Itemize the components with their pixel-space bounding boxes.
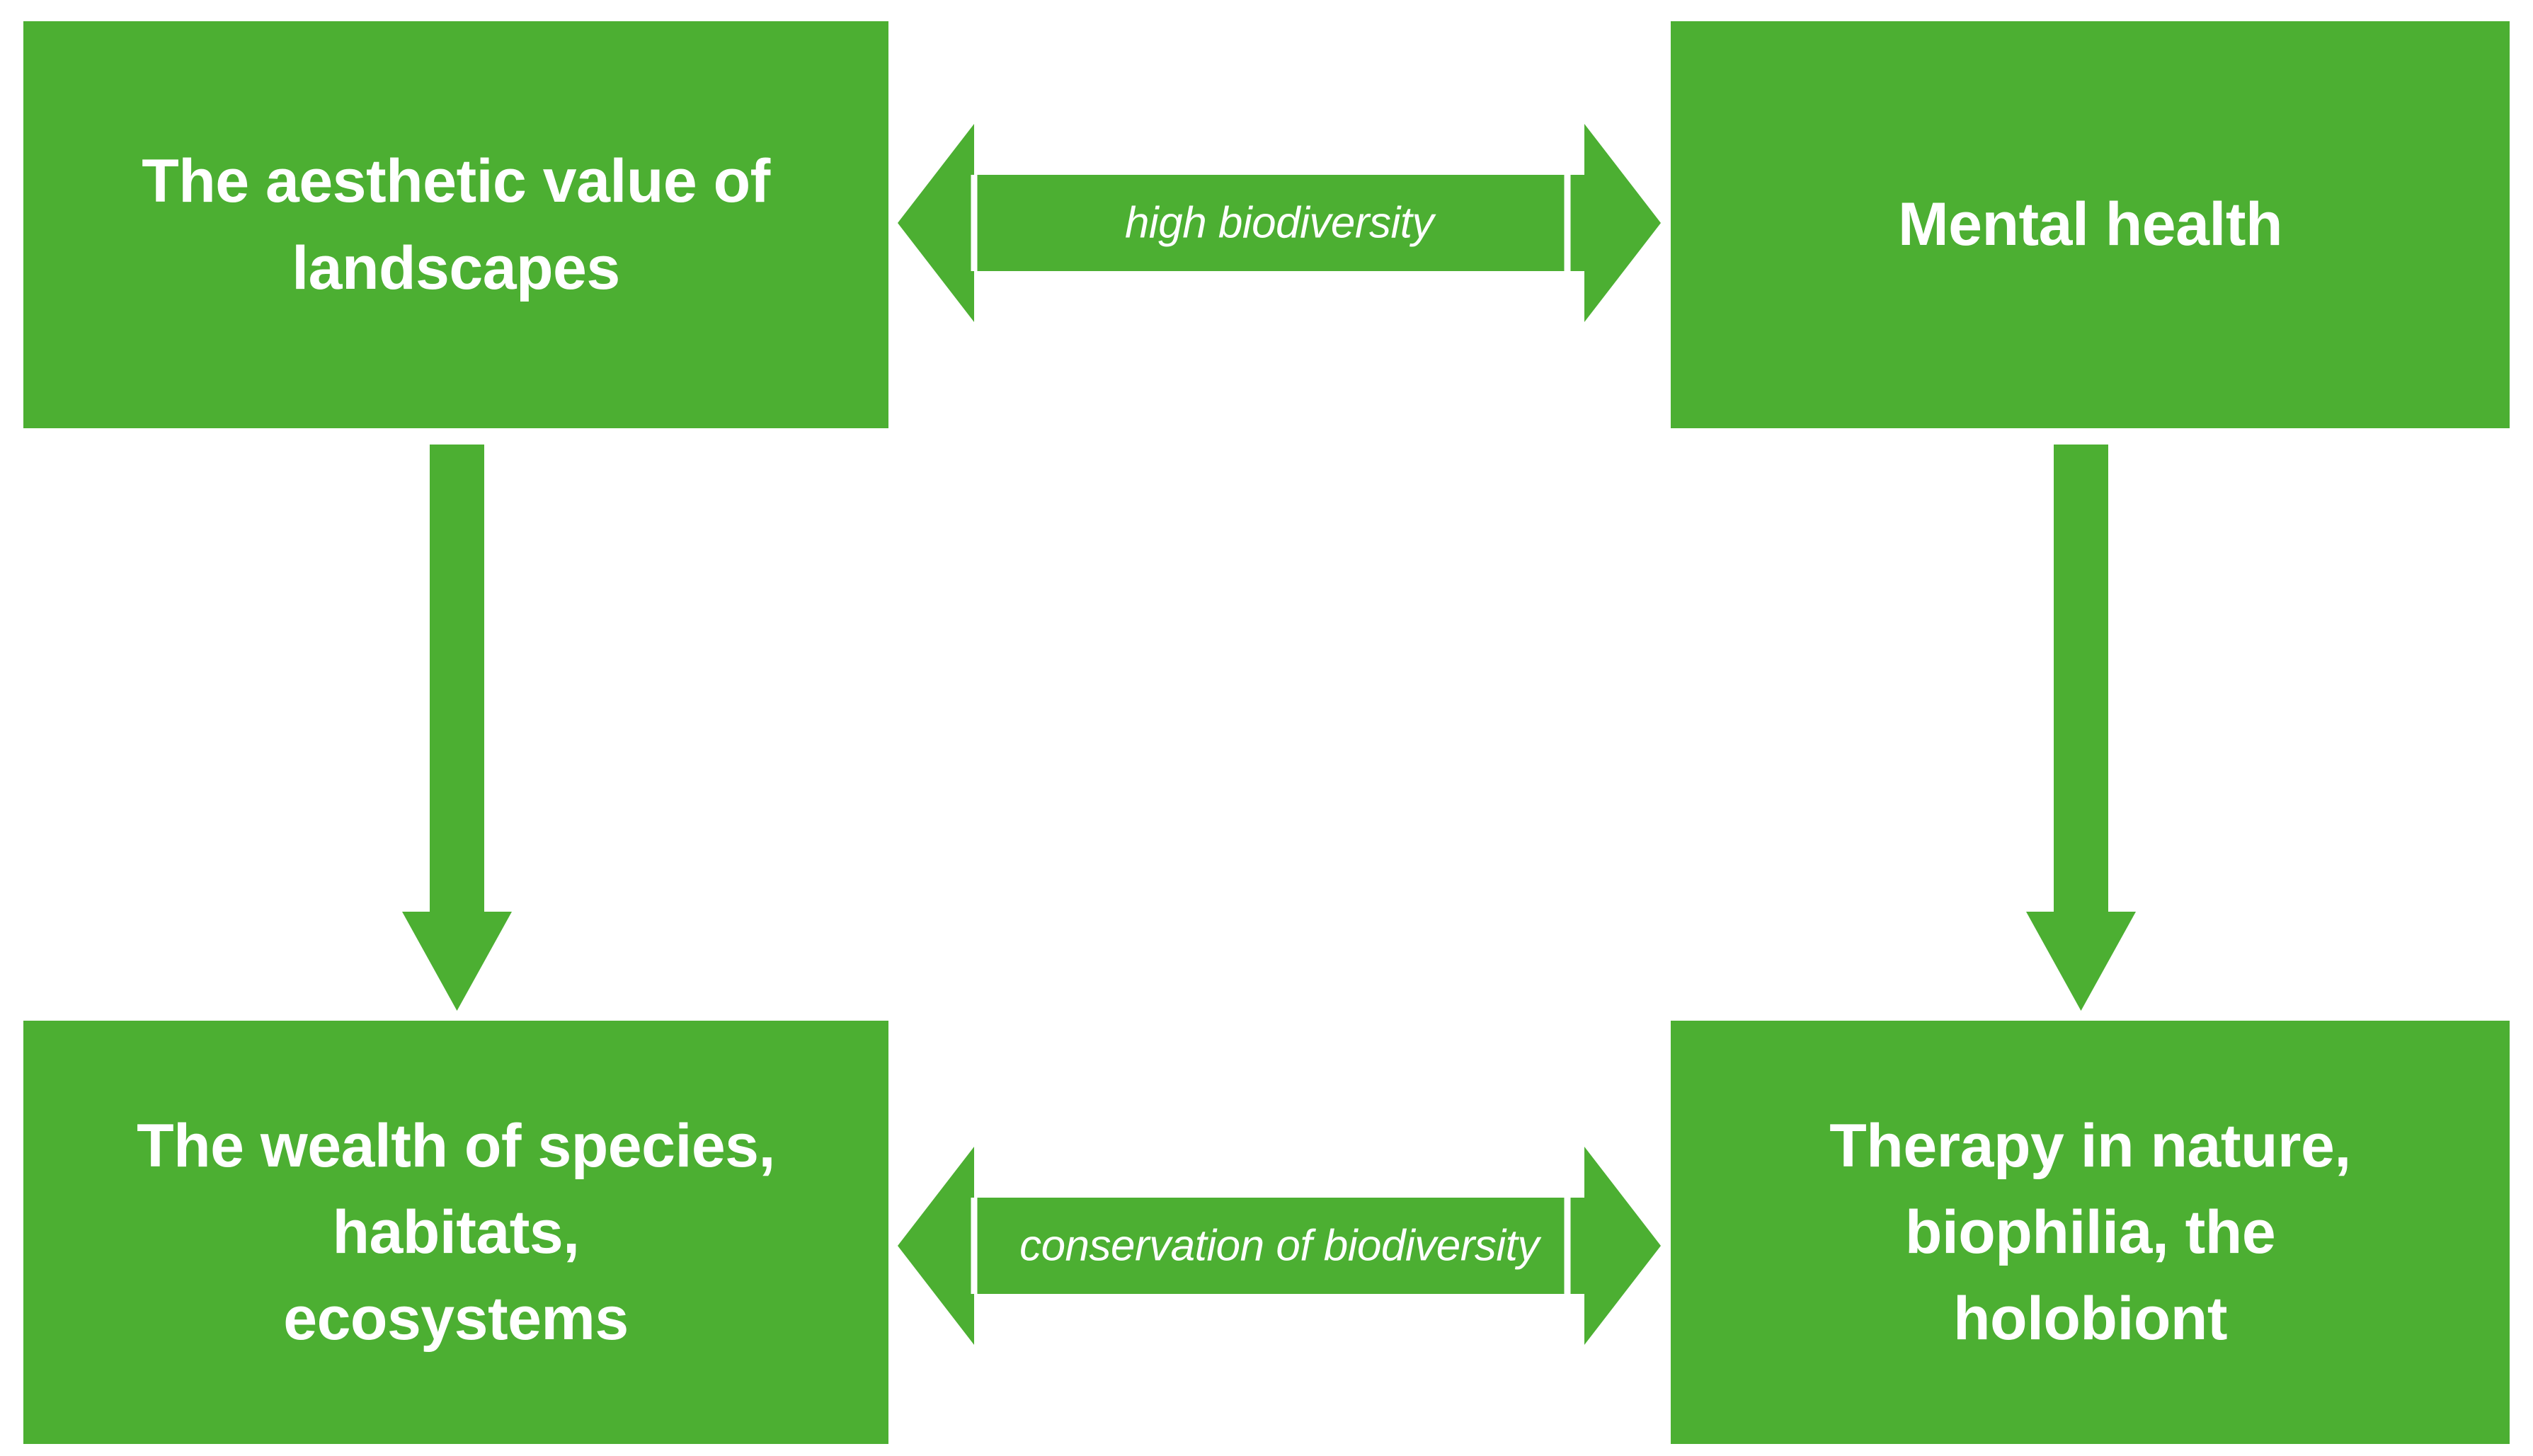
arrow-down-icon [402,445,512,1011]
node-box-aesthetic-value[interactable]: The aesthetic value of landscapes [23,21,888,428]
node-label-therapy-in-nature: Therapy in nature, biophilia, the holobi… [1829,1111,2351,1353]
connector-left-vertical-down-arrow [402,445,512,1011]
connector-top-horizontal-double-arrow: high biodiversity [898,124,1661,322]
double-arrow-horizontal-icon [898,1147,1661,1345]
connector-right-vertical-down-arrow [2026,445,2136,1011]
node-label-aesthetic-value: The aesthetic value of landscapes [142,147,770,302]
node-box-therapy-in-nature[interactable]: Therapy in nature, biophilia, the holobi… [1671,1021,2510,1444]
node-label-mental-health: Mental health [1897,190,2283,259]
arrow-down-icon [2026,445,2136,1011]
node-label-wealth-of-species: The wealth of species, habitats, ecosyst… [137,1111,775,1353]
node-box-wealth-of-species[interactable]: The wealth of species, habitats, ecosyst… [23,1021,888,1444]
node-box-mental-health[interactable]: Mental health [1671,21,2510,428]
connector-bottom-horizontal-double-arrow: conservation of biodiversity [898,1147,1661,1345]
double-arrow-horizontal-icon [898,124,1661,322]
